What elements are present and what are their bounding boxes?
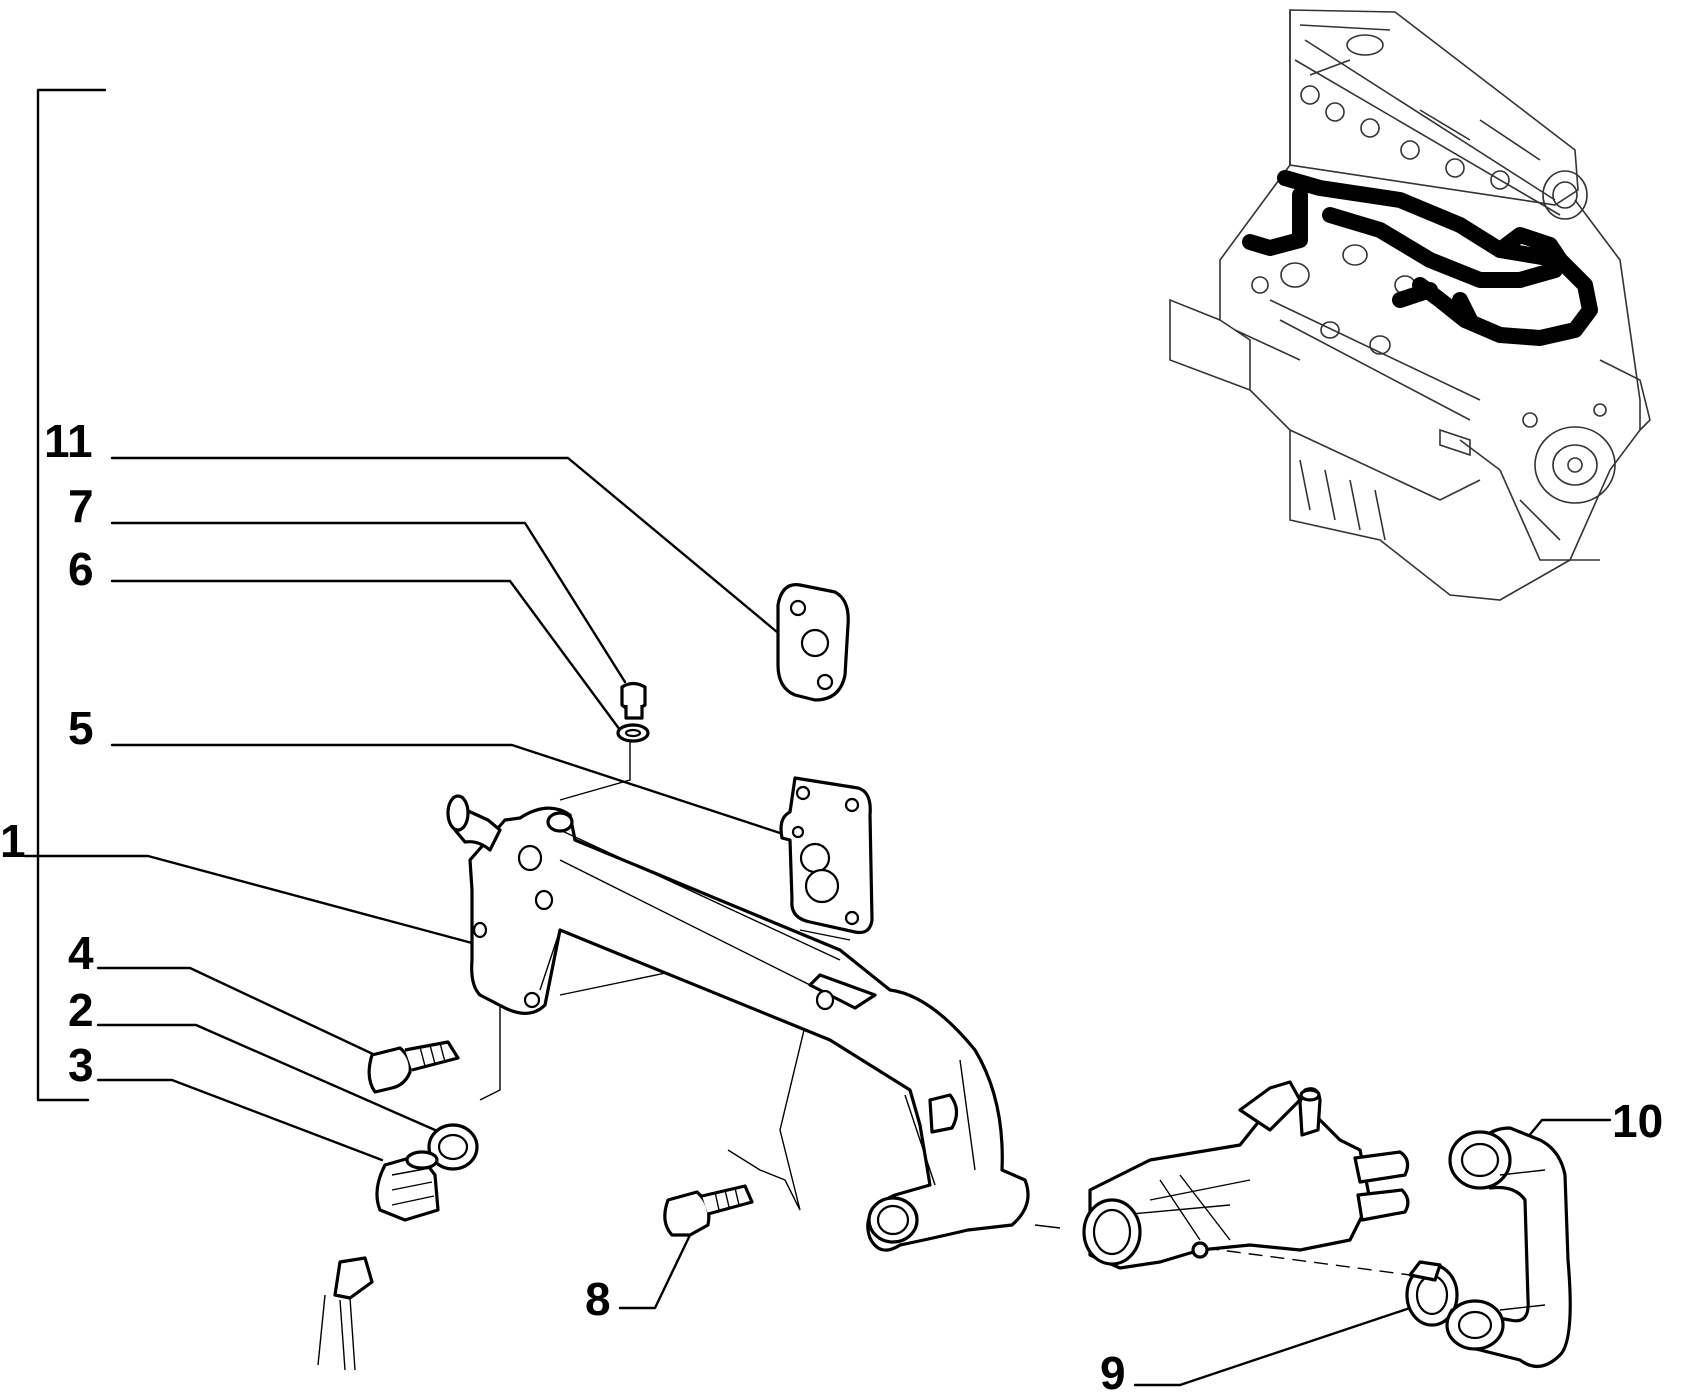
bolt-part-8 — [663, 1184, 754, 1237]
engine-overview-illustration — [1169, 9, 1651, 601]
callout-6: 6 — [68, 543, 94, 595]
callout-3: 3 — [68, 1039, 94, 1091]
callout-4: 4 — [68, 927, 94, 979]
gasket-part-11 — [776, 583, 850, 702]
fitting-part-3 — [317, 1150, 440, 1371]
coolant-pipe-part-1 — [446, 794, 1030, 1252]
callout-2: 2 — [68, 984, 94, 1036]
callout-1: 1 — [0, 815, 26, 867]
bolt-part-7 — [620, 681, 647, 720]
callout-8: 8 — [585, 1273, 611, 1325]
gasket-part-5 — [779, 776, 874, 935]
thermostat-housing — [1082, 1080, 1410, 1270]
washer-part-6 — [616, 723, 650, 743]
callout-5: 5 — [68, 702, 94, 754]
callout-9: 9 — [1100, 1347, 1126, 1399]
hose-part-10 — [1445, 1126, 1572, 1368]
callout-11: 11 — [44, 415, 93, 467]
sealing-ring-part-2 — [427, 1123, 479, 1171]
hose-clamp-part-9 — [1405, 1260, 1459, 1327]
bolt-part-4 — [367, 1040, 460, 1094]
callout-7: 7 — [68, 480, 94, 532]
leader-lines — [23, 88, 1612, 1387]
callout-10: 10 — [1612, 1095, 1664, 1147]
